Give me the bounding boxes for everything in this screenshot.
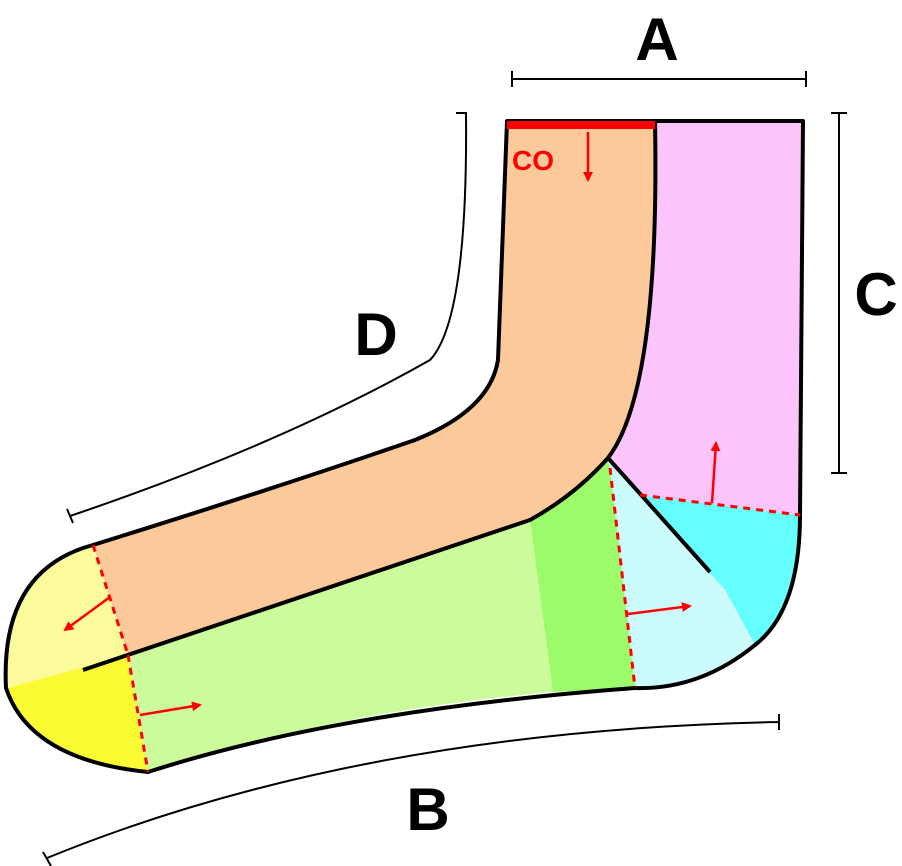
gusset-region: [530, 460, 635, 692]
dimension-d: D: [66, 112, 468, 524]
toe-bottom-region: [8, 655, 148, 772]
toe-pickup-line-top: [91, 544, 130, 656]
dimension-a: A: [511, 6, 807, 87]
heel-flap-pickup-line: [639, 493, 801, 517]
dimension-b: B: [42, 714, 780, 866]
dimension-b-label: B: [406, 776, 449, 843]
dimension-d-label: D: [354, 301, 397, 368]
dimension-c-label: C: [854, 261, 897, 328]
toe-pickup-line-bottom: [126, 654, 150, 773]
leg-direction-arrow: [710, 441, 721, 504]
toe-top-region: [6, 545, 128, 688]
sole-direction-arrow: [139, 701, 202, 717]
heel-direction-arrow: [627, 602, 692, 616]
gusset-pickup-line: [608, 467, 637, 689]
dimension-a-label: A: [635, 6, 678, 73]
dimension-c: C: [831, 112, 898, 474]
heel-flap-region: [640, 495, 800, 645]
leg-back-region: [608, 121, 803, 515]
cast-on-label: CO: [512, 145, 554, 176]
sock-outline: [3, 119, 805, 774]
heel-slit-line: [606, 456, 712, 574]
heel-turn-region: [608, 458, 755, 689]
leg-divider-line: [82, 120, 658, 672]
toe-top-direction-arrow: [63, 595, 111, 632]
leg-front-region: [93, 121, 656, 655]
